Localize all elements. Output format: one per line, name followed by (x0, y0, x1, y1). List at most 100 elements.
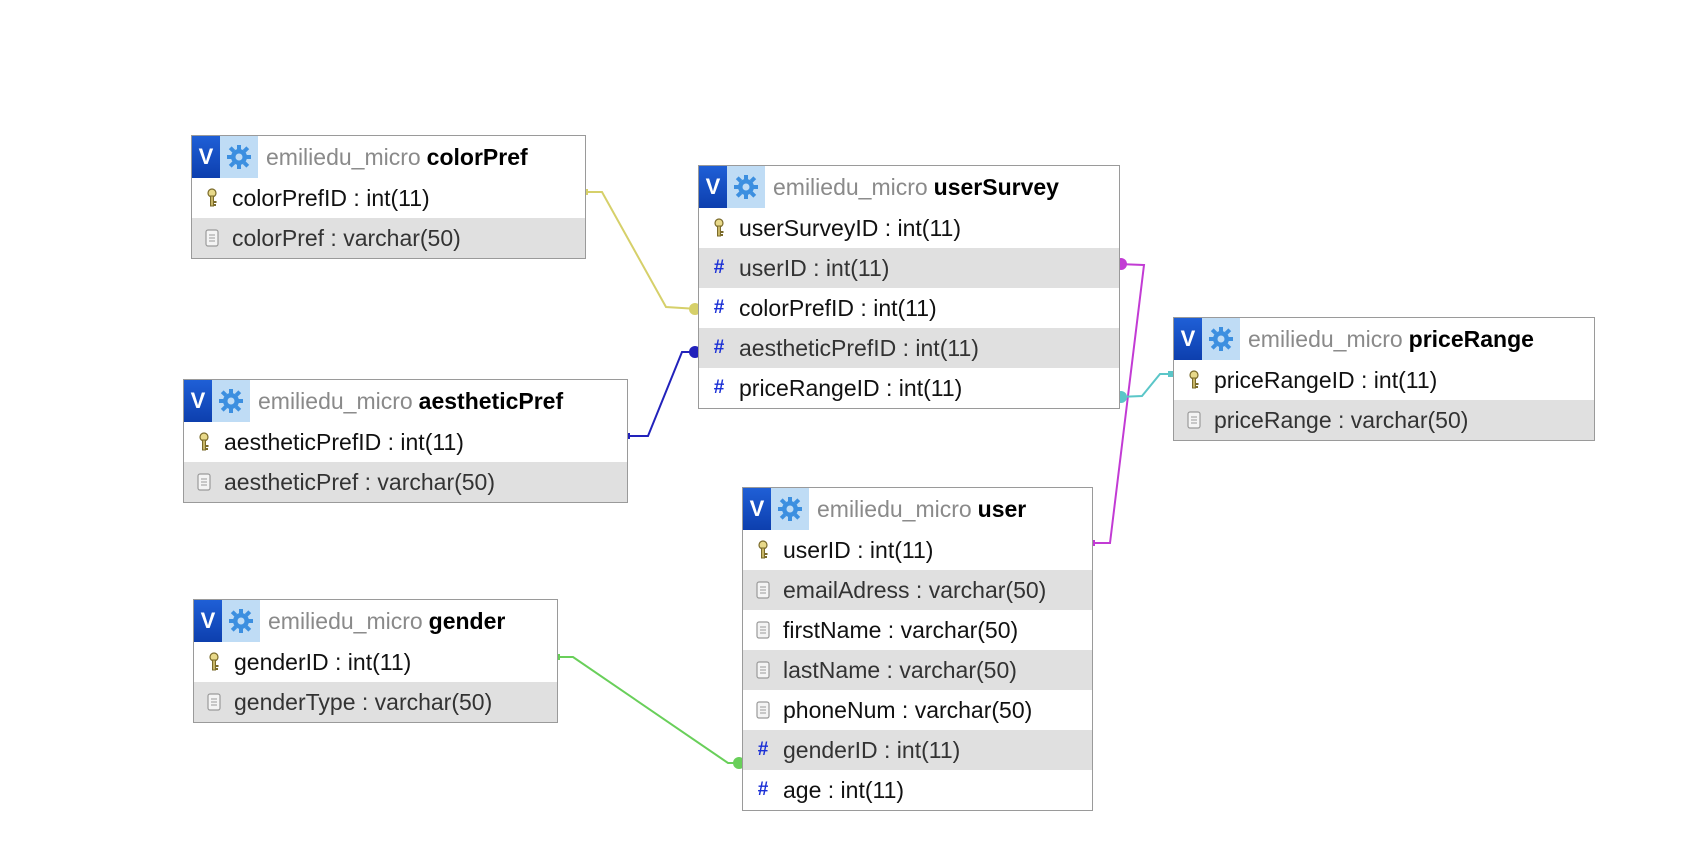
field-label: lastName : varchar(50) (783, 656, 1017, 683)
primary-key-icon (707, 218, 731, 238)
toggle-view-button[interactable]: V (1174, 318, 1202, 360)
primary-key-icon (192, 432, 216, 452)
table-row[interactable]: aestheticPrefID : int(11) (184, 422, 627, 462)
numeric-field-icon: # (757, 739, 769, 760)
table-name: aestheticPref (418, 387, 564, 414)
numeric-field-icon: # (713, 377, 725, 398)
table-row[interactable]: aestheticPref : varchar(50) (184, 462, 627, 502)
toggle-view-button[interactable]: V (192, 136, 220, 178)
field-label: colorPrefID : int(11) (739, 294, 937, 321)
field-label: userID : int(11) (783, 536, 934, 563)
text-field-icon (192, 473, 216, 491)
field-label: colorPref : varchar(50) (232, 224, 461, 251)
table-row[interactable]: priceRange : varchar(50) (1174, 400, 1594, 440)
database-name: emiliedu_micro (817, 495, 972, 522)
gear-icon[interactable] (727, 166, 765, 208)
field-label: firstName : varchar(50) (783, 616, 1019, 643)
primary-key-icon (1182, 370, 1206, 390)
field-label: age : int(11) (783, 776, 905, 803)
toggle-view-button[interactable]: V (184, 380, 212, 422)
toggle-view-button[interactable]: V (743, 488, 771, 530)
primary-key-icon (202, 652, 226, 672)
table-row[interactable]: colorPrefID : int(11) (192, 178, 585, 218)
text-field-icon (751, 621, 775, 639)
table-row[interactable]: userID : int(11) (743, 530, 1092, 570)
field-label: colorPrefID : int(11) (232, 184, 430, 211)
numeric-field-icon: # (713, 337, 725, 358)
field-label: priceRangeID : int(11) (1214, 366, 1438, 393)
table-row[interactable]: genderType : varchar(50) (194, 682, 557, 722)
table-row[interactable]: # aestheticPrefID : int(11) (699, 328, 1119, 368)
primary-key-icon (200, 188, 224, 208)
table-row[interactable]: #userID : int(11) (699, 248, 1119, 288)
table-row[interactable]: lastName : varchar(50) (743, 650, 1092, 690)
gear-icon[interactable] (771, 488, 809, 530)
table-row[interactable]: emailAdress : varchar(50) (743, 570, 1092, 610)
field-label: genderID : int(11) (234, 648, 412, 675)
table-name: priceRange (1408, 325, 1534, 352)
database-name: emiliedu_micro (258, 387, 413, 414)
table-row[interactable]: userSurveyID : int(11) (699, 208, 1119, 248)
table-name: gender (428, 607, 506, 634)
field-label: aestheticPref : varchar(50) (224, 468, 496, 495)
field-label: genderType : varchar(50) (234, 688, 493, 715)
field-label: aestheticPrefID : int(11) (224, 428, 464, 455)
numeric-field-icon: # (757, 779, 769, 800)
gear-icon[interactable] (212, 380, 250, 422)
text-field-icon (751, 701, 775, 719)
database-name: emiliedu_micro (268, 607, 423, 634)
table-row[interactable]: phoneNum : varchar(50) (743, 690, 1092, 730)
field-label: emailAdress : varchar(50) (783, 576, 1047, 603)
table-row[interactable]: colorPref : varchar(50) (192, 218, 585, 258)
text-field-icon (751, 661, 775, 679)
field-label: priceRange : varchar(50) (1214, 406, 1469, 433)
table-row[interactable]: genderID : int(11) (194, 642, 557, 682)
table-row[interactable]: firstName : varchar(50) (743, 610, 1092, 650)
toggle-view-button[interactable]: V (699, 166, 727, 208)
gear-icon[interactable] (1202, 318, 1240, 360)
table-row[interactable]: priceRangeID : int(11) (1174, 360, 1594, 400)
field-label: genderID : int(11) (783, 736, 961, 763)
table-row[interactable]: # priceRangeID : int(11) (699, 368, 1119, 408)
field-label: aestheticPrefID : int(11) (739, 334, 979, 361)
relation-line-priceRange-to-userSurvey (1117, 373, 1173, 398)
text-field-icon (202, 693, 226, 711)
table-row[interactable]: # genderID : int(11) (743, 730, 1092, 770)
database-name: emiliedu_micro (266, 143, 421, 170)
numeric-field-icon: # (713, 257, 725, 278)
database-name: emiliedu_micro (773, 173, 928, 200)
numeric-field-icon: # (713, 297, 725, 318)
primary-key-icon (751, 540, 775, 560)
table-row[interactable]: # colorPrefID : int(11) (699, 288, 1119, 328)
field-label: priceRangeID : int(11) (739, 374, 963, 401)
table-name: colorPref (426, 143, 528, 170)
text-field-icon (200, 229, 224, 247)
gear-icon[interactable] (222, 600, 260, 642)
table-name: user (977, 495, 1027, 522)
table-row[interactable]: # age : int(11) (743, 770, 1092, 810)
text-field-icon (1182, 411, 1206, 429)
relation-line-aestheticPref-to-userSurvey (626, 351, 698, 437)
toggle-view-button[interactable]: V (194, 600, 222, 642)
relation-line-gender-to-user (556, 656, 742, 764)
field-label: userSurveyID : int(11) (739, 214, 961, 241)
gear-icon[interactable] (220, 136, 258, 178)
